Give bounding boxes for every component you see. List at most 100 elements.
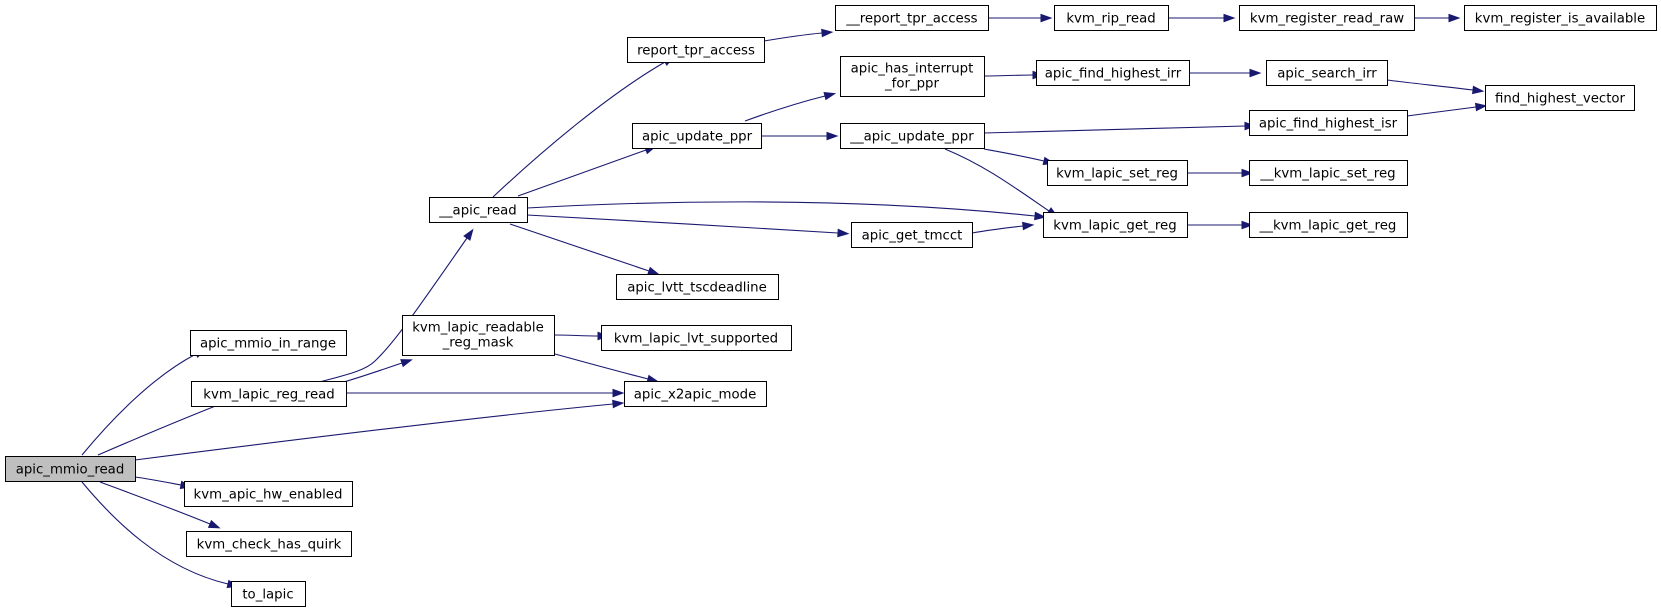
arrowhead [612, 399, 625, 409]
edge-apic-mmio-read-to-apic-mmio-in-range [81, 348, 207, 456]
node-label: apic_get_tmcct [862, 229, 963, 244]
arrowhead [1474, 102, 1488, 112]
edge-apic-mmio-read-to-kvm-apic-hw-enabled [134, 476, 193, 490]
arrowhead [1241, 168, 1254, 178]
edge-kvm-rip-read-to-kvm-register-read-raw [1168, 13, 1236, 23]
node-kvm-lapic-readable-reg-mask: kvm_lapic_readable_reg_mask [402, 315, 555, 356]
node-label: __apic_update_ppr [849, 130, 974, 145]
arrowhead [463, 228, 474, 241]
edge-report-tpr-access-to-kvm-rip-read [988, 13, 1053, 23]
node-label-line-1: apic_has_interrupt [851, 62, 974, 77]
arrowhead [400, 359, 413, 368]
node-find-highest-vector: find_highest_vector [1485, 85, 1635, 111]
arrowhead [1448, 13, 1461, 23]
node-kvm-lapic-get-reg: kvm_lapic_get_reg [1043, 212, 1188, 238]
node-label: find_highest_vector [1495, 92, 1626, 107]
node-label: to_lapic [242, 588, 293, 603]
arrowhead [823, 91, 837, 101]
arrowhead [1241, 220, 1254, 230]
node-label: apic_lvtt_tscdeadline [627, 281, 767, 296]
node-label: report_tpr_access [637, 44, 755, 59]
node-report-tpr-access-2: __report_tpr_access [835, 5, 989, 31]
edge-apic-update-ppr-to-apic-find-highest-isr [983, 121, 1257, 134]
node-apic-search-irr: apic_search_irr [1266, 60, 1388, 86]
edge-apic-mmio-read-to-kvm-check-has-quirk [99, 481, 221, 529]
edge-kvm-lapic-set-reg-to-kvm-lapic-set-reg [1187, 168, 1254, 178]
arrowhead [826, 131, 839, 141]
node-kvm-lapic-get-reg-2: __kvm_lapic_get_reg [1249, 212, 1408, 238]
edge-apic-update-ppr-to-apic-update-ppr [761, 131, 839, 141]
edge-apic-update-ppr-to-kvm-lapic-get-reg [944, 148, 1059, 218]
edge-apic-read-to-apic-get-tmcct [526, 214, 850, 238]
edge-kvm-lapic-readable-reg-mask-to-apic-x2apic-mode [554, 353, 660, 384]
edge-apic-update-ppr-to-apic-has-interrupt-for-ppr [744, 91, 837, 122]
arrowhead [1040, 13, 1053, 23]
node-to-lapic: to_lapic [231, 581, 306, 607]
node-apic-update-ppr: apic_update_ppr [632, 123, 762, 149]
arrowhead [821, 28, 834, 38]
edge-kvm-lapic-reg-read-to-apic-x2apic-mode [346, 388, 625, 398]
node-label: __report_tpr_access [845, 12, 977, 27]
edge-apic-update-ppr-to-kvm-lapic-set-reg [983, 148, 1056, 166]
node-apic-read: __apic_read [429, 197, 528, 223]
edge-kvm-lapic-reg-read-to-apic-read [315, 228, 474, 384]
edge-apic-has-interrupt-for-ppr-to-apic-find-highest-irr [983, 70, 1045, 80]
node-label-line-2: _for_ppr [884, 77, 939, 92]
edge-apic-find-highest-isr-to-find-highest-vector [1406, 102, 1488, 117]
edge-apic-read-to-apic-update-ppr [517, 146, 657, 197]
node-kvm-lapic-set-reg-2: __kvm_lapic_set_reg [1249, 160, 1408, 186]
node-label: kvm_apic_hw_enabled [194, 488, 343, 503]
node-label: kvm_register_read_raw [1250, 12, 1404, 27]
node-label: apic_find_highest_irr [1045, 67, 1182, 82]
edge-kvm-register-read-raw-to-kvm-register-is-available [1414, 13, 1461, 23]
node-apic-mmio-in-range: apic_mmio_in_range [190, 330, 347, 356]
node-apic-find-highest-isr: apic_find_highest_isr [1249, 110, 1408, 136]
node-apic-lvtt-tscdeadline: apic_lvtt_tscdeadline [616, 274, 779, 300]
node-label: __kvm_lapic_get_reg [1259, 219, 1397, 234]
edge-kvm-lapic-get-reg-to-kvm-lapic-get-reg [1187, 220, 1254, 230]
arrowhead [1034, 211, 1047, 221]
node-label: kvm_lapic_lvt_supported [614, 332, 778, 347]
node-apic-has-interrupt-for-ppr: apic_has_interrupt_for_ppr [840, 56, 985, 97]
node-label: apic_update_ppr [642, 130, 753, 145]
node-label: apic_mmio_in_range [200, 337, 336, 352]
arrowhead [207, 519, 221, 529]
node-label: kvm_rip_read [1066, 12, 1155, 27]
arrowhead [1022, 221, 1035, 231]
node-apic-find-highest-irr: apic_find_highest_irr [1036, 60, 1190, 86]
arrowhead [1249, 68, 1262, 78]
node-label: kvm_check_has_quirk [197, 538, 342, 553]
edge-apic-find-highest-irr-to-apic-search-irr [1189, 68, 1262, 78]
node-kvm-rip-read: kvm_rip_read [1054, 5, 1169, 31]
edge-apic-search-irr-to-find-highest-vector [1386, 79, 1485, 95]
node-apic-get-tmcct: apic_get_tmcct [851, 222, 973, 248]
arrowhead [612, 388, 625, 398]
node-kvm-lapic-set-reg: kvm_lapic_set_reg [1047, 160, 1188, 186]
call-graph-nodes: apic_mmio_read apic_mmio_in_range kvm_la… [5, 5, 1657, 607]
node-kvm-lapic-reg-read: kvm_lapic_reg_read [191, 381, 347, 407]
node-kvm-register-read-raw: kvm_register_read_raw [1239, 5, 1415, 31]
node-kvm-register-is-available: kvm_register_is_available [1464, 5, 1657, 31]
node-label: kvm_lapic_reg_read [203, 388, 335, 403]
node-label-line-2: _reg_mask [442, 336, 514, 351]
edge-kvm-lapic-readable-reg-mask-to-kvm-lapic-lvt-supported [554, 331, 610, 341]
edge-apic-get-tmcct-to-kvm-lapic-get-reg [971, 221, 1035, 234]
edge-apic-mmio-read-to-apic-x2apic-mode [134, 399, 625, 461]
node-label: apic_find_highest_isr [1259, 117, 1398, 132]
node-apic-mmio-read: apic_mmio_read [5, 456, 136, 482]
node-label: apic_mmio_read [16, 463, 125, 478]
node-label: apic_x2apic_mode [634, 388, 757, 403]
edge-apic-read-to-kvm-lapic-get-reg [526, 201, 1047, 221]
node-kvm-check-has-quirk: kvm_check_has_quirk [186, 531, 352, 557]
node-label-line-1: kvm_lapic_readable [412, 321, 544, 336]
node-kvm-apic-hw-enabled: kvm_apic_hw_enabled [184, 481, 353, 507]
edge-report-tpr-access-to-report-tpr-access [763, 28, 834, 42]
node-label: kvm_lapic_set_reg [1056, 167, 1178, 182]
edge-apic-read-to-apic-lvtt-tscdeadline [509, 223, 660, 275]
node-apic-x2apic-mode: apic_x2apic_mode [624, 381, 767, 407]
node-label: __kvm_lapic_set_reg [1259, 167, 1395, 182]
node-apic-update-ppr-2: __apic_update_ppr [840, 123, 985, 149]
node-label: apic_search_irr [1277, 67, 1377, 82]
node-kvm-lapic-lvt-supported: kvm_lapic_lvt_supported [601, 325, 792, 351]
